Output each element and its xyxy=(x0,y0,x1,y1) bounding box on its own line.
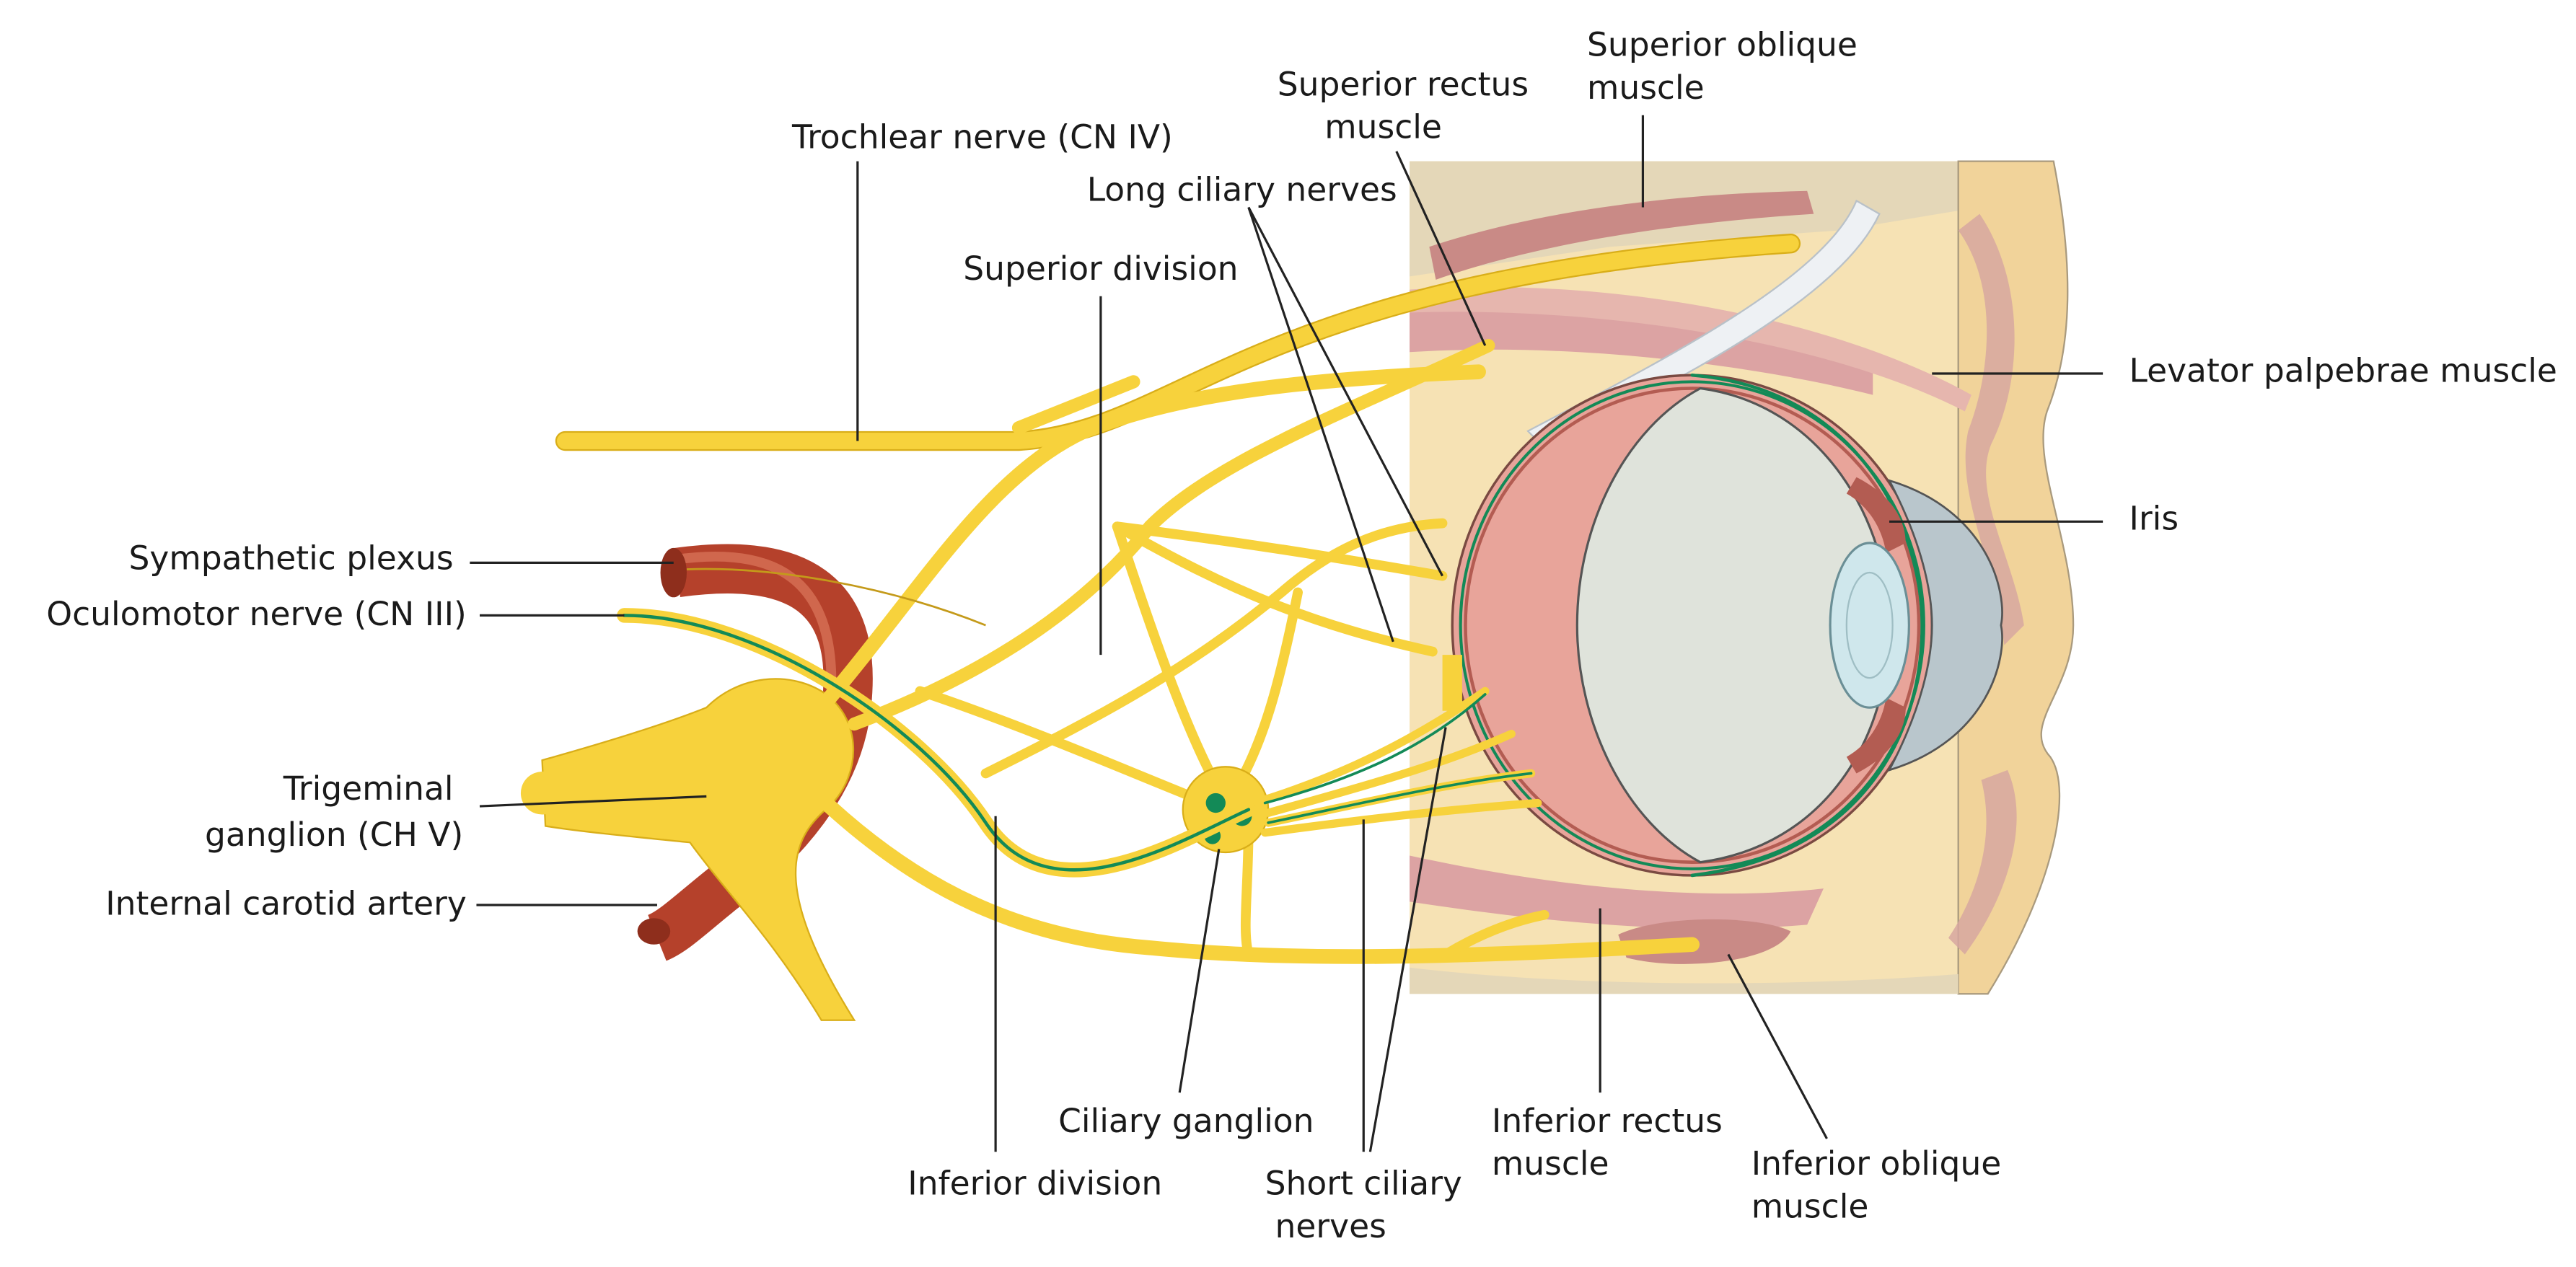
postganglionic-fiber-1 xyxy=(1263,693,1487,805)
inferior-rectus-muscle xyxy=(1410,855,1824,929)
label-sympathetic-plexus: Sympathetic plexus xyxy=(129,539,454,577)
eyelid-muscle-upper xyxy=(1958,213,2024,645)
inferior-division-nerve xyxy=(822,798,1700,964)
label-internal-carotid-artery: Internal carotid artery xyxy=(105,885,467,923)
carotid-vessel-highlight xyxy=(676,551,837,692)
carotid-cut-end-top xyxy=(660,547,687,598)
label-inferior-rectus-line2: muscle xyxy=(1492,1144,1609,1183)
levator-palpebrae-muscle xyxy=(1410,286,1971,412)
eyelid-muscle-lower xyxy=(1948,769,2017,955)
leader-trigeminal xyxy=(479,795,707,808)
label-trochlear-nerve: Trochlear nerve (CN IV) xyxy=(791,118,1173,156)
ciliary-ganglion-cell-1 xyxy=(1205,793,1226,813)
label-inferior-rectus-line1: Inferior rectus xyxy=(1492,1102,1723,1140)
trochlear-branch xyxy=(1011,375,1140,435)
label-iris: Iris xyxy=(2129,500,2179,538)
label-trigeminal-line1: Trigeminal xyxy=(283,769,454,808)
label-short-ciliary-line2: nerves xyxy=(1275,1207,1386,1245)
nerve-network xyxy=(520,234,1801,1021)
carotid-cut-end-bottom xyxy=(637,918,671,945)
leader-lines xyxy=(470,115,2104,1152)
ganglion-root-1 xyxy=(1112,521,1224,795)
label-superior-rectus-line2: muscle xyxy=(1324,108,1442,146)
leader-inferior-oblique xyxy=(1727,953,1828,1139)
short-ciliary-nerve-2 xyxy=(1264,729,1516,817)
choroid-layer xyxy=(1464,387,1921,864)
cornea xyxy=(1887,479,2003,772)
oculomotor-fiber xyxy=(623,614,1251,872)
label-trigeminal-line2: ganglion (CH V) xyxy=(205,816,463,854)
label-inferior-oblique-line1: Inferior oblique xyxy=(1751,1144,2002,1183)
ciliary-body-lower xyxy=(1846,697,1906,774)
retina-fiber-outline xyxy=(1459,380,1925,870)
short-ciliary-nerve-4 xyxy=(1260,798,1542,837)
label-levator-palpebrae: Levator palpebrae muscle xyxy=(2129,351,2557,389)
leader-long-ciliary-1 xyxy=(1247,207,1394,643)
label-inferior-division: Inferior division xyxy=(907,1165,1162,1203)
long-ciliary-branch-1 xyxy=(1112,521,1448,581)
ganglion-root-3 xyxy=(915,686,1205,805)
label-short-ciliary-line1: Short ciliary xyxy=(1265,1165,1462,1203)
leader-ciliary-ganglion xyxy=(1178,849,1221,1093)
sympathetic-fiber xyxy=(686,568,986,627)
vitreous-body xyxy=(1575,387,1891,864)
short-ciliary-entry xyxy=(1442,655,1462,711)
trigeminal-root xyxy=(520,758,712,815)
lens-nucleus xyxy=(1845,571,1894,679)
postganglionic-fiber-2 xyxy=(1267,772,1533,824)
superior-oblique-muscle xyxy=(1429,190,1814,280)
lens xyxy=(1829,542,1910,709)
orbital-floor xyxy=(1410,967,1959,994)
leader-short-ciliary-2 xyxy=(1368,727,1447,1152)
ciliary-body-upper xyxy=(1846,477,1906,553)
label-superior-rectus-line1: Superior rectus xyxy=(1278,65,1529,103)
label-superior-division: Superior division xyxy=(963,250,1238,288)
labels: Trochlear nerve (CN IV) Superior rectus … xyxy=(46,26,2557,1245)
ganglion-root-2 xyxy=(1230,587,1303,795)
label-superior-oblique-line1: Superior oblique xyxy=(1587,26,1858,64)
nerve-branch-a xyxy=(980,518,1448,779)
eyeball xyxy=(1451,373,2003,878)
label-oculomotor-nerve: Oculomotor nerve (CN III) xyxy=(46,595,467,633)
label-ciliary-ganglion: Ciliary ganglion xyxy=(1058,1102,1314,1140)
trigeminal-ganglion xyxy=(541,678,856,1021)
label-superior-oblique-line2: muscle xyxy=(1587,69,1705,107)
leader-superior-rectus xyxy=(1395,151,1487,346)
inferior-branch-2 xyxy=(1441,909,1549,960)
leader-long-ciliary-2 xyxy=(1247,206,1443,577)
label-long-ciliary-nerves: Long ciliary nerves xyxy=(1087,170,1397,208)
label-inferior-oblique-line2: muscle xyxy=(1751,1188,1869,1226)
